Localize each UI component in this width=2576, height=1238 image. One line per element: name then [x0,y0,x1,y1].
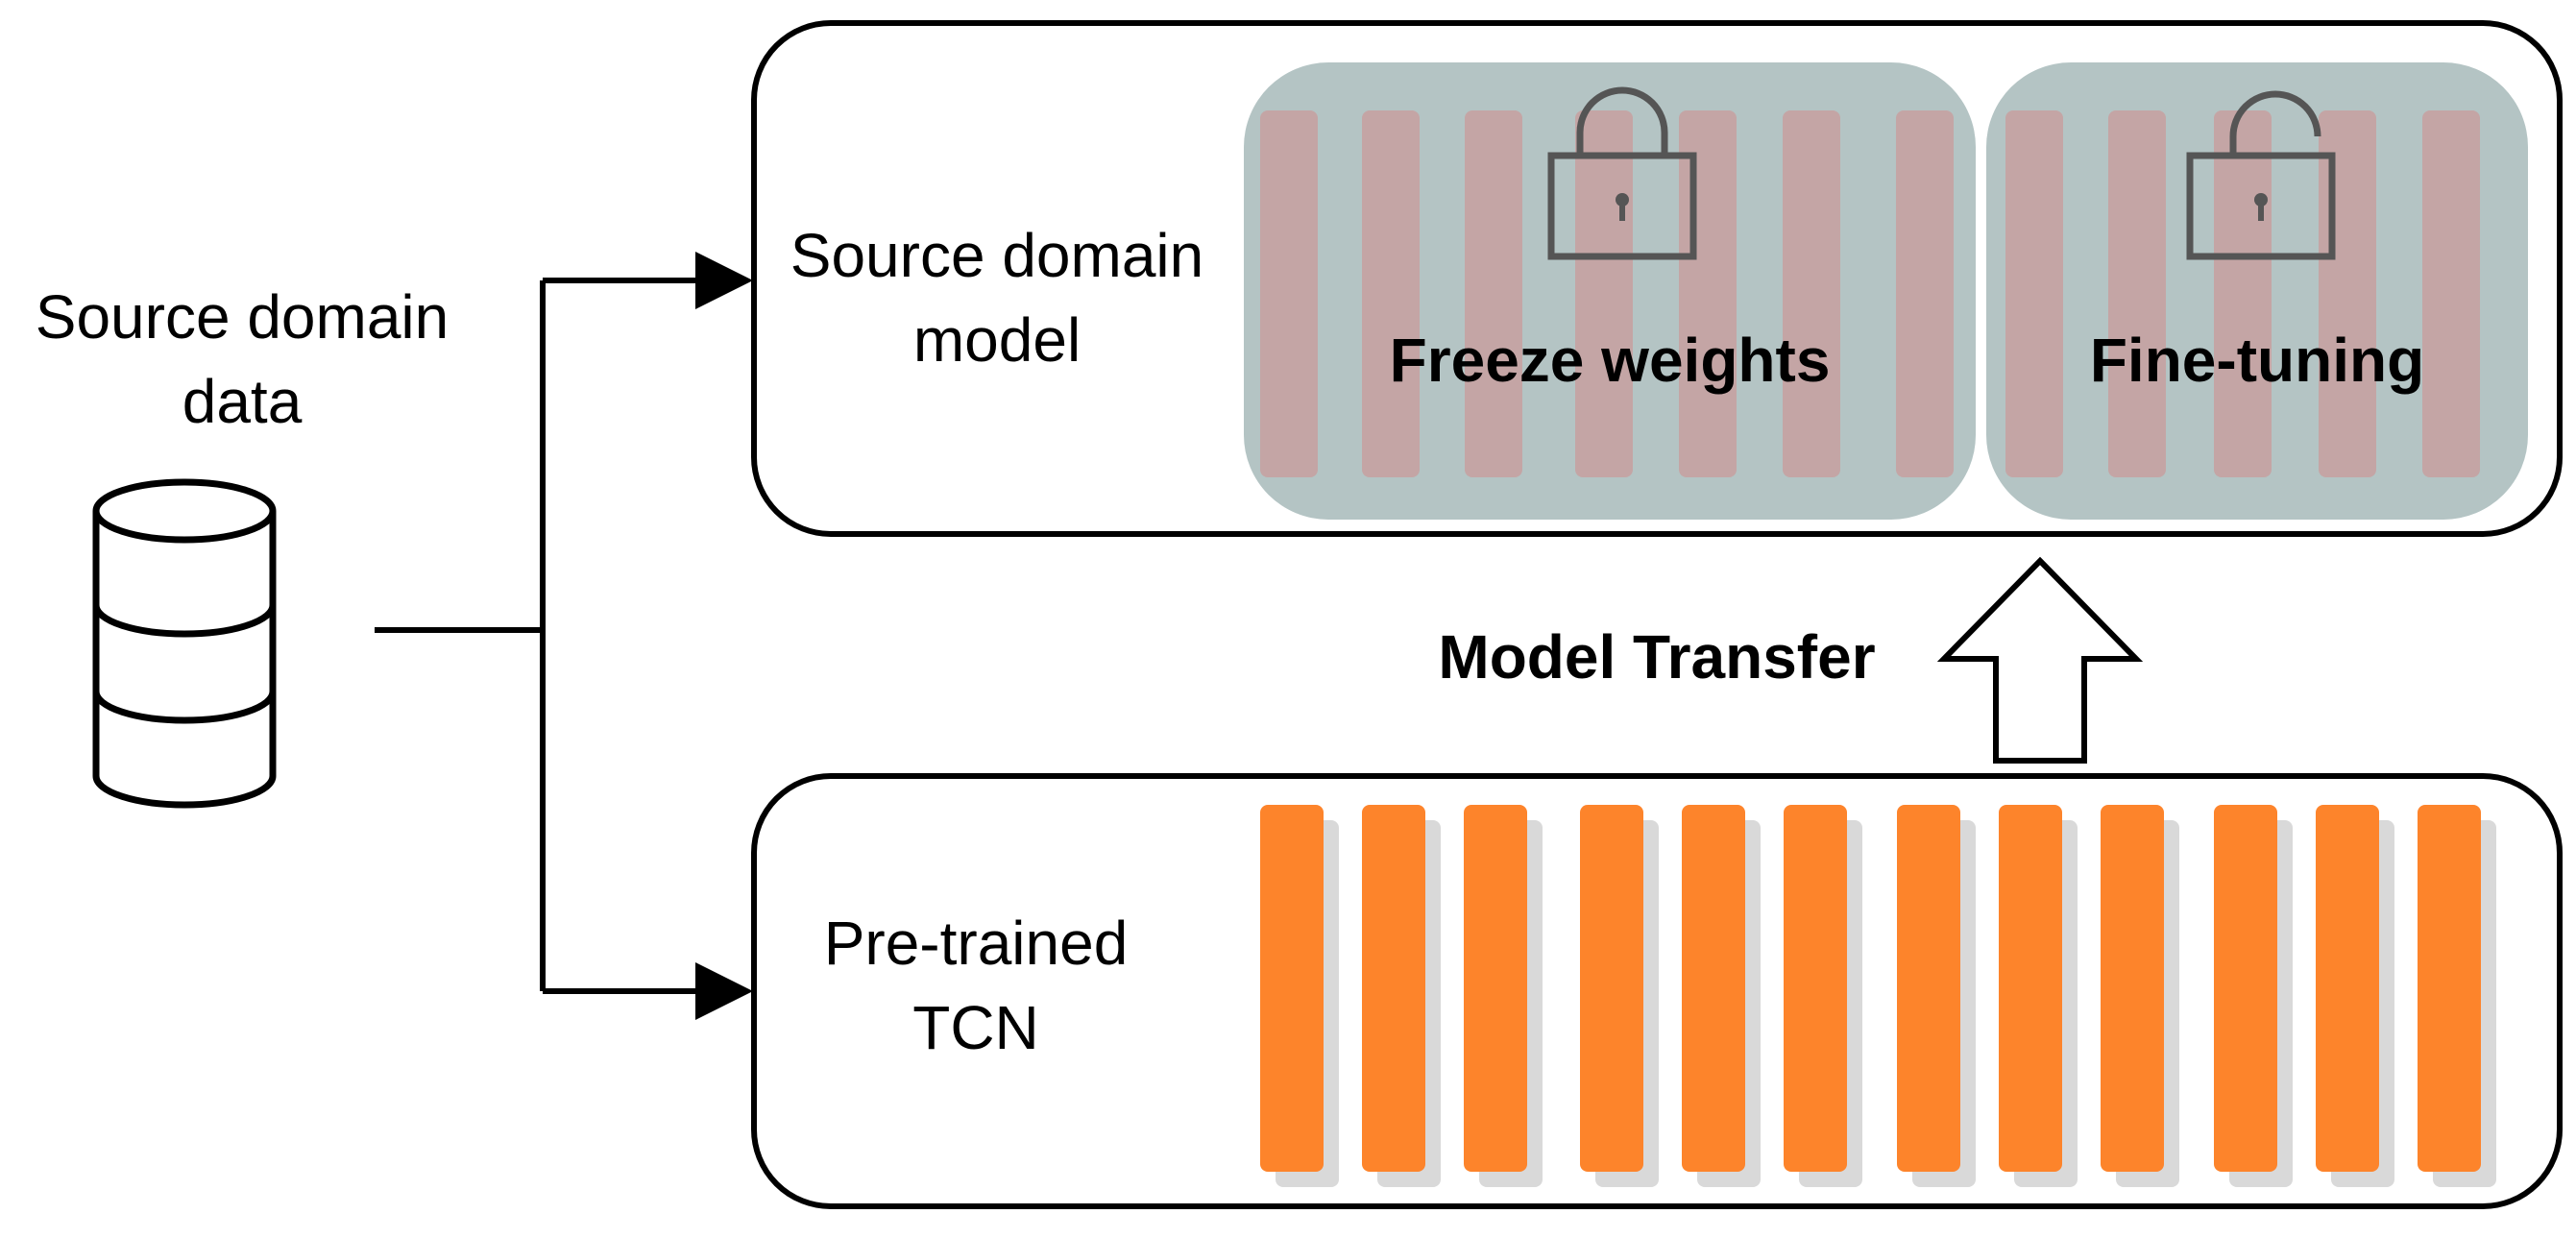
tcn-layer [2418,805,2481,1172]
source-model-label: Source domain [790,221,1203,290]
frozen-layer [1896,110,1954,477]
tunable-layer [2319,110,2376,477]
tunable-layer [2214,110,2272,477]
tcn-layer [2316,805,2379,1172]
tcn-layer [2214,805,2277,1172]
tcn-layer [1580,805,1643,1172]
tcn-layer [1464,805,1527,1172]
tcn-layer [1784,805,1847,1172]
tcn-layer [1362,805,1425,1172]
tcn-layer [1682,805,1745,1172]
database-icon [92,478,277,809]
fine-tuning-label: Fine-tuning [2090,326,2424,395]
frozen-layer [1679,110,1737,477]
freeze-weights-label: Freeze weights [1390,326,1831,395]
tunable-layer [2108,110,2166,477]
connector-lines [375,252,753,1020]
tcn-layer [1260,805,1324,1172]
padlock-closed-icon [1547,86,1697,260]
model-transfer-label: Model Transfer [1438,622,1875,692]
tunable-layer [2422,110,2480,477]
frozen-layer [1362,110,1420,477]
hollow-up-arrow-icon [1936,556,2144,764]
freeze-layers [1260,110,1954,477]
frozen-layer [1465,110,1522,477]
tcn-layer [1999,805,2062,1172]
pretrained-label-2: TCN [912,993,1039,1062]
padlock-open-icon [2186,90,2336,260]
tcn-layers [1260,805,2496,1187]
frozen-layer [1260,110,1318,477]
pretrained-label: Pre-trained [824,909,1129,978]
source-data-label-2: data [182,367,303,436]
tcn-layer [1897,805,1960,1172]
frozen-layer [1783,110,1840,477]
source-data-label: Source domain [36,282,449,352]
source-model-label-2: model [913,305,1081,375]
tcn-layer [2101,805,2164,1172]
tunable-layer [2005,110,2063,477]
frozen-layer [1575,110,1633,477]
